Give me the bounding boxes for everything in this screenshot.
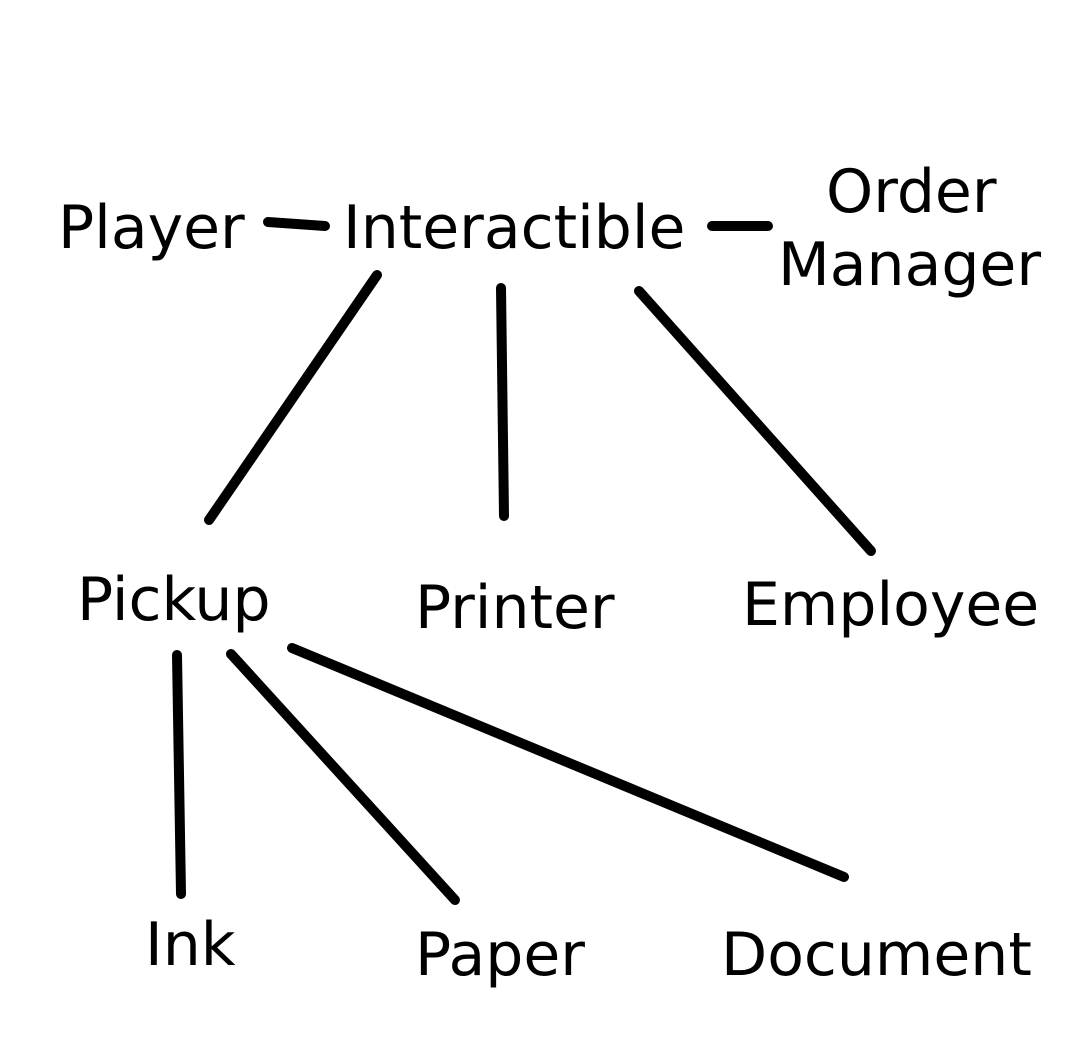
node-interactible: Interactible <box>343 193 685 263</box>
edge-pickup-paper <box>226 649 460 905</box>
edge-pickup-ink <box>172 650 186 899</box>
edge-interactible-employee <box>634 286 876 556</box>
node-ink: Ink <box>145 910 236 980</box>
edge-player-interactible <box>263 217 330 231</box>
node-order-manager-line1: Order <box>826 157 997 227</box>
edge-interactible-printer <box>496 283 509 521</box>
node-order-manager-line2: Manager <box>778 230 1041 300</box>
node-document: Document <box>721 920 1032 990</box>
node-employee: Employee <box>742 570 1039 640</box>
edge-pickup-document <box>287 643 849 882</box>
node-pickup: Pickup <box>77 565 271 635</box>
node-printer: Printer <box>415 573 615 643</box>
edge-interactible-pickup <box>204 270 382 525</box>
node-paper: Paper <box>415 920 585 990</box>
node-player: Player <box>58 193 245 263</box>
